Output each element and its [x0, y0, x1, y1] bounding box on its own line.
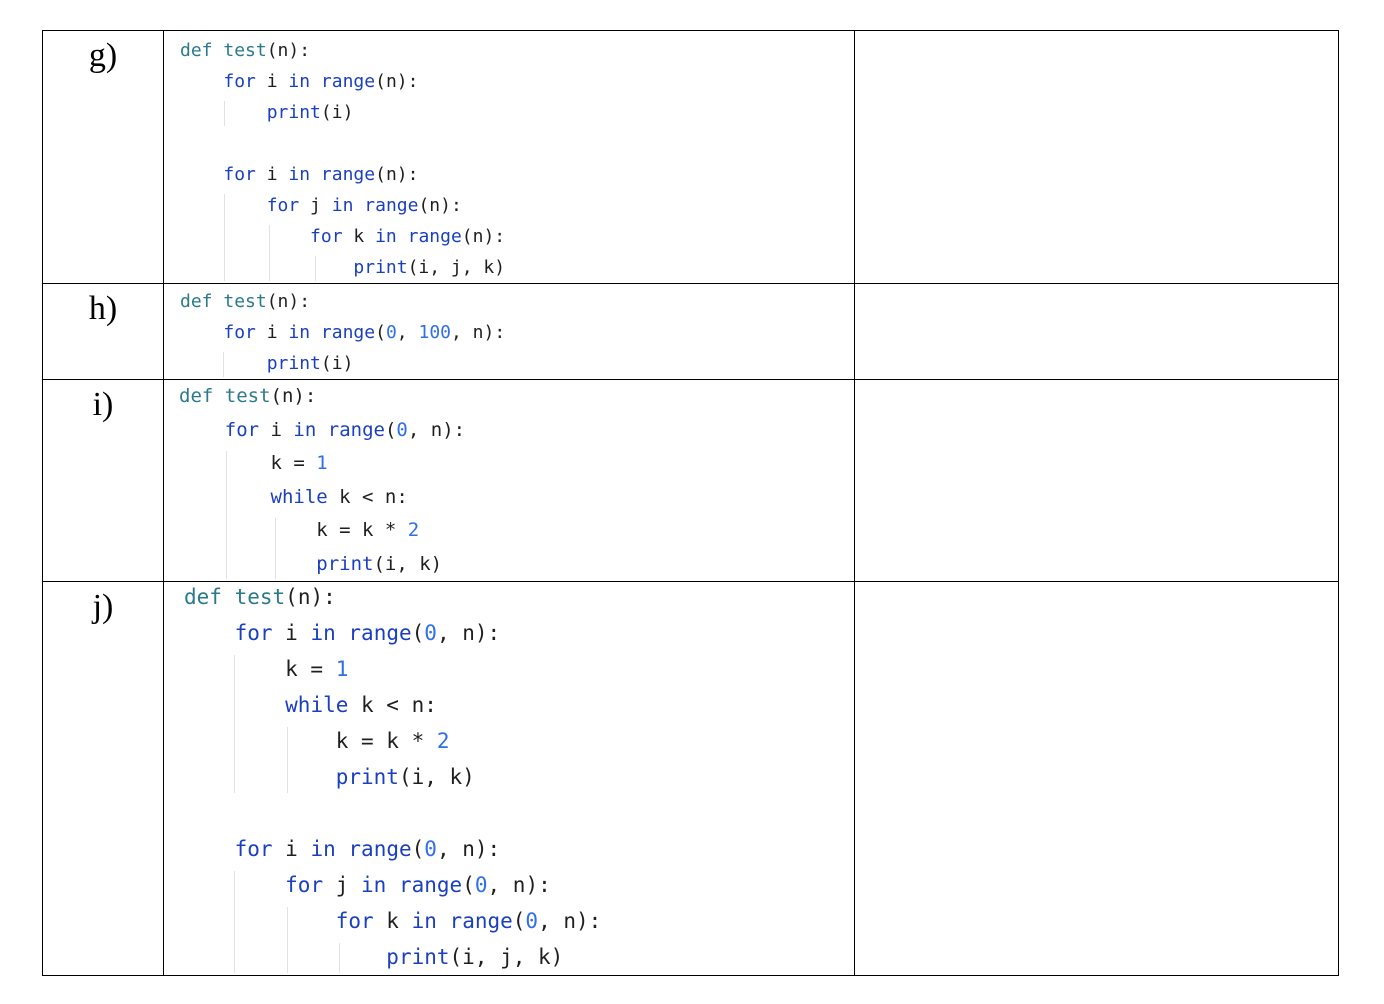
- indent-guide: [314, 256, 316, 281]
- row-label: j): [92, 588, 114, 625]
- code-line: for i in range(n):: [223, 164, 419, 185]
- code-line: for i in range(0, 100, n):: [223, 322, 506, 343]
- indent-guide: [234, 871, 236, 973]
- exercise-table: g) def test(n): for i in range(n): print…: [42, 30, 1339, 976]
- answer-cell[interactable]: [854, 30, 1339, 284]
- answer-cell[interactable]: [854, 379, 1339, 582]
- indent-guide: [274, 518, 276, 579]
- code-line: for i in range(0, n):: [224, 418, 466, 441]
- code-line: print(i, j, k): [386, 945, 564, 969]
- code-line: print(i): [266, 353, 354, 374]
- code-line: print(i): [266, 102, 354, 123]
- code-line: for k in range(n):: [310, 226, 506, 247]
- code-block: def test(n): for i in range(0, n): k = 1…: [164, 380, 854, 581]
- row-label: h): [88, 290, 118, 327]
- code-line: print(i, j, k): [353, 257, 506, 278]
- indent-guide: [286, 727, 288, 793]
- code-cell: def test(n): for i in range(0, 100, n): …: [163, 283, 855, 380]
- row-label: g): [88, 37, 118, 74]
- indent-guide: [223, 101, 225, 126]
- code-cell: def test(n): for i in range(n): print(i)…: [163, 30, 855, 284]
- code-line: def test(n):: [180, 291, 311, 312]
- code-line: def test(n):: [184, 585, 336, 609]
- code-line: while k < n:: [270, 485, 408, 508]
- code-line: for j in range(n):: [266, 195, 462, 216]
- code-cell: def test(n): for i in range(0, n): k = 1…: [163, 581, 855, 976]
- indent-guide: [223, 194, 225, 281]
- table-row: j) def test(n): for i in range(0, n): k …: [42, 581, 1339, 976]
- code-line: for i in range(0, n):: [234, 837, 501, 861]
- answer-cell[interactable]: [854, 283, 1339, 380]
- code-line: k = k * 2: [179, 519, 420, 541]
- answer-cell[interactable]: [854, 581, 1339, 976]
- code-line: for k in range(0, n):: [335, 909, 602, 933]
- code-line: k = 1: [184, 657, 349, 681]
- table-row: g) def test(n): for i in range(n): print…: [42, 30, 1339, 284]
- indent-guide: [234, 655, 236, 793]
- code-line: def test(n):: [180, 40, 311, 61]
- row-label: i): [92, 386, 114, 423]
- code-block: def test(n): for i in range(n): print(i)…: [164, 31, 854, 283]
- code-cell: def test(n): for i in range(0, n): k = 1…: [163, 379, 855, 582]
- code-line: k = k * 2: [184, 729, 450, 753]
- table-row: i) def test(n): for i in range(0, n): k …: [42, 379, 1339, 582]
- code-line: print(i, k): [335, 765, 475, 789]
- code-line: def test(n):: [179, 385, 317, 407]
- code-line: for j in range(0, n):: [285, 873, 551, 897]
- code-line: for i in range(n):: [223, 71, 419, 92]
- code-line: for i in range(0, n):: [234, 621, 501, 645]
- code-line: while k < n:: [285, 693, 437, 717]
- indent-guide: [339, 943, 341, 973]
- code-line: k = 1: [179, 452, 328, 474]
- row-label-cell: j): [42, 581, 164, 976]
- row-label-cell: h): [42, 283, 164, 380]
- code-block: def test(n): for i in range(0, n): k = 1…: [164, 582, 854, 975]
- indent-guide: [225, 451, 227, 579]
- indent-guide: [286, 907, 288, 973]
- table-row: h) def test(n): for i in range(0, 100, n…: [42, 283, 1339, 380]
- row-label-cell: g): [42, 30, 164, 284]
- code-line: print(i, k): [316, 552, 443, 575]
- code-block: def test(n): for i in range(0, 100, n): …: [164, 284, 854, 379]
- indent-guide: [269, 225, 271, 281]
- row-label-cell: i): [42, 379, 164, 582]
- indent-guide: [222, 352, 224, 377]
